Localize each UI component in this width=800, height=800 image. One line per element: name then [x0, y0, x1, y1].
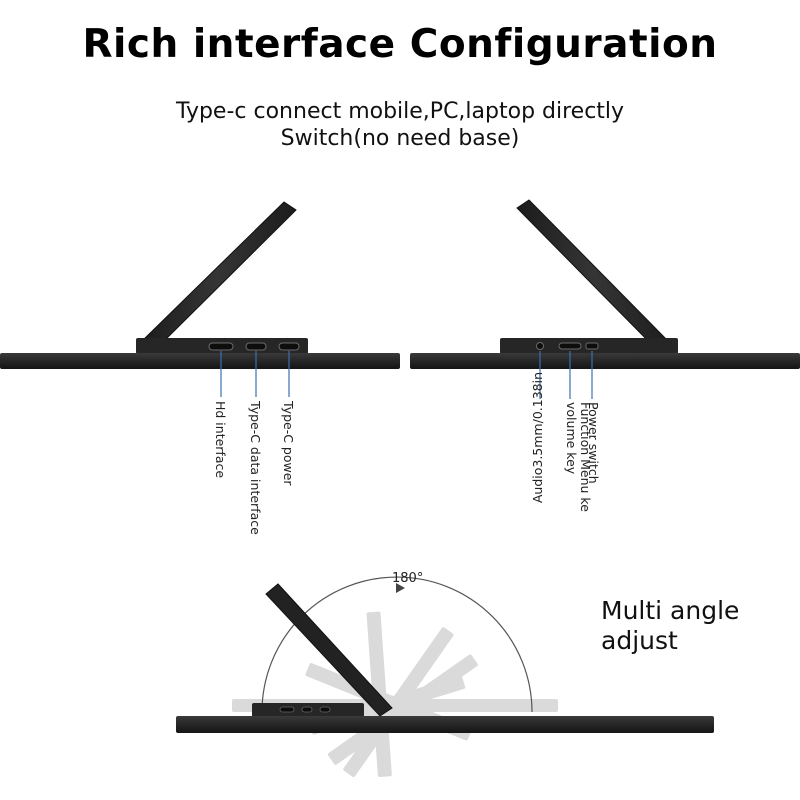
label-type-c-data-interface: Type-C data interface [248, 401, 263, 535]
caption-line-1: Multi angle [601, 596, 740, 625]
subtitle-line-2: Switch(no need base) [280, 126, 520, 151]
angle-arc [261, 576, 533, 713]
right-device-side-view [410, 199, 800, 399]
left-stand [139, 201, 297, 354]
page-title: Rich interface Configuration [82, 22, 718, 67]
degree-label: 180° [392, 571, 424, 586]
angle-screen-bar [176, 716, 714, 733]
right-stand [516, 199, 674, 355]
type-c-power-port [278, 342, 300, 351]
label-power-switch: Power switch [586, 402, 601, 484]
label-audio-jack: Audio3.5mm/0.138in [530, 372, 545, 504]
hd-port [208, 342, 234, 351]
power-switch [585, 342, 599, 350]
active-stand [265, 583, 393, 717]
subtitle-line-1: Type-c connect mobile,PC,laptop directly [175, 99, 625, 124]
audio-jack [536, 342, 544, 350]
function-menu-key [558, 342, 582, 350]
right-screen-bar [410, 353, 800, 369]
left-screen-bar [0, 353, 400, 369]
angle-type-c-port-2 [319, 706, 331, 713]
left-device-side-view [0, 201, 400, 397]
label-hd-interface: Hd interface [213, 401, 228, 479]
caption-line-2: adjust [601, 626, 678, 655]
label-type-c-power: Type-C power [281, 401, 296, 486]
angle-type-c-port-1 [301, 706, 313, 713]
angle-arc-arrowhead [396, 583, 405, 593]
page-subtitle: Type-c connect mobile,PC,laptop directly… [0, 98, 800, 152]
multi-angle-diagram [176, 576, 714, 778]
label-function-menu-key: Function Menu ke volume key [564, 402, 593, 512]
ghost-stand-flat-right [400, 699, 558, 712]
angle-hd-port [279, 706, 295, 713]
type-c-data-port [245, 342, 267, 351]
multi-angle-caption: Multi angle adjust [601, 596, 739, 656]
